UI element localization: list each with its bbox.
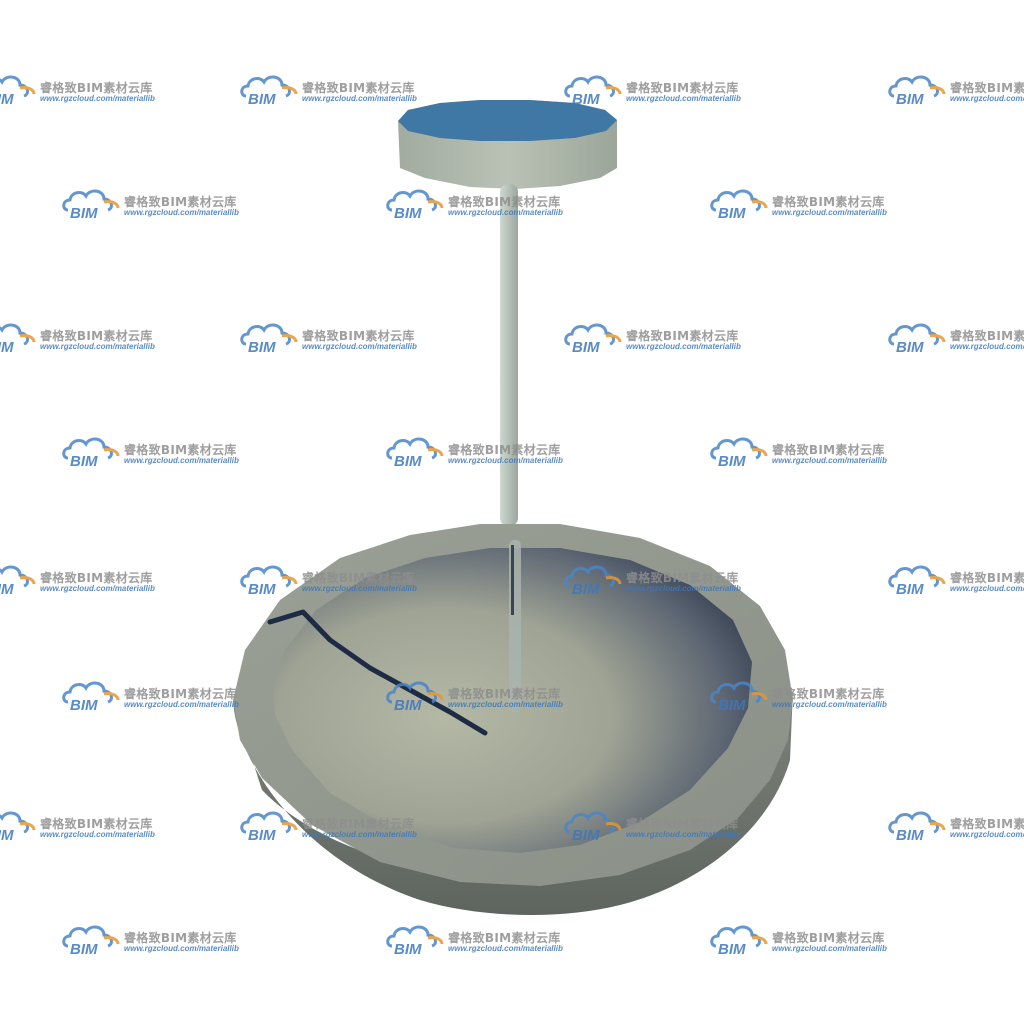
bowl-seam-line xyxy=(267,609,488,736)
bowl-shade xyxy=(233,524,793,916)
suspension-rod xyxy=(500,184,518,526)
canopy-disc xyxy=(398,100,617,189)
